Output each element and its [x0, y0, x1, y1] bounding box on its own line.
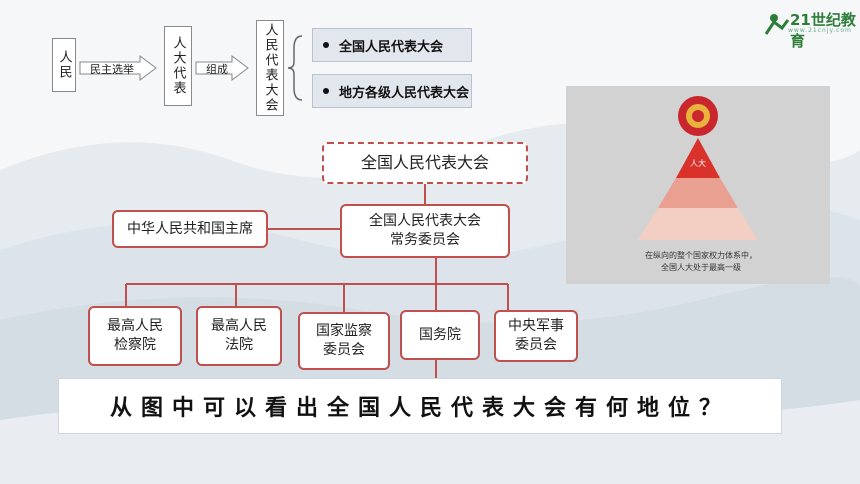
- photo-caption-1: 在纵向的整个国家权力体系中，: [645, 251, 757, 260]
- elect-label: 民主选举: [90, 63, 134, 76]
- brand-site: www.21cnjy.com: [788, 27, 852, 34]
- brand-name: 21世纪教育: [790, 11, 856, 50]
- pyramid-figure: [638, 96, 758, 240]
- congress-box: 人民代表大会: [256, 20, 284, 116]
- org-procuratorate: 最高人民 检察院: [88, 306, 182, 366]
- pyramid-photo: 人大 在纵向的整个国家权力体系中， 全国人大处于最高一级: [566, 86, 830, 284]
- people-box: 人民: [52, 38, 76, 92]
- brand-logo-icon: [764, 14, 790, 35]
- org-standing-committee: 全国人民代表大会 常务委员会: [340, 204, 510, 258]
- form-label: 组成: [206, 63, 228, 76]
- org-court: 最高人民 法院: [196, 306, 282, 366]
- org-military-commission: 中央军事 委员会: [494, 310, 578, 362]
- bullet-icon: [323, 42, 329, 48]
- org-president: 中华人民共和国主席: [112, 210, 268, 248]
- photo-caption-2: 全国人大处于最高一级: [661, 263, 741, 272]
- level-local: 地方各级人民代表大会: [312, 74, 472, 108]
- org-top-npc: 全国人民代表大会: [322, 142, 528, 184]
- org-state-council: 国务院: [400, 310, 480, 360]
- bullet-icon: [323, 88, 329, 94]
- deputies-box: 人大代表: [164, 26, 192, 106]
- pyramid-middle-layer: [658, 178, 738, 208]
- pyramid-label: 人大: [690, 159, 706, 168]
- level-national: 全国人民代表大会: [312, 28, 472, 62]
- question-banner: 从图中可以看出全国人民代表大会有何地位？: [58, 378, 782, 434]
- pyramid-top-layer: [676, 138, 720, 178]
- pyramid-bottom-layer: [638, 208, 758, 240]
- org-supervision: 国家监察 委员会: [298, 312, 390, 370]
